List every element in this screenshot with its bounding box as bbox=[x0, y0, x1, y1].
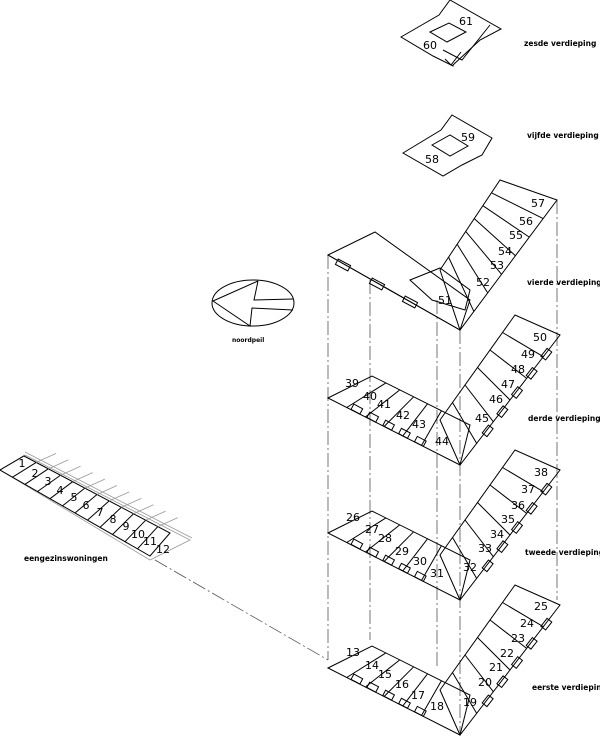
unit-number-9: 9 bbox=[123, 520, 130, 533]
unit-number-1: 1 bbox=[19, 457, 26, 470]
unit-number-39: 39 bbox=[345, 377, 359, 390]
unit-number-54: 54 bbox=[498, 245, 512, 258]
unit-number-13: 13 bbox=[346, 646, 360, 659]
unit-number-5: 5 bbox=[71, 491, 78, 504]
unit-number-28: 28 bbox=[378, 532, 392, 545]
unit-number-32: 32 bbox=[463, 561, 477, 574]
unit-number-47: 47 bbox=[501, 378, 515, 391]
unit-number-33: 33 bbox=[478, 542, 492, 555]
unit-number-15: 15 bbox=[378, 668, 392, 681]
unit-number-34: 34 bbox=[490, 528, 504, 541]
unit-number-25: 25 bbox=[534, 600, 548, 613]
floor-label-eerste: eerste verdieping bbox=[532, 683, 600, 692]
unit-number-45: 45 bbox=[475, 412, 489, 425]
unit-number-57: 57 bbox=[531, 197, 545, 210]
unit-number-26: 26 bbox=[346, 511, 360, 524]
unit-number-22: 22 bbox=[500, 647, 514, 660]
unit-number-59: 59 bbox=[461, 131, 475, 144]
unit-number-50: 50 bbox=[533, 331, 547, 344]
floor-6-outline bbox=[400, 0, 503, 67]
floor-5-outline bbox=[402, 114, 493, 177]
floor-label-zesde: zesde verdieping bbox=[524, 39, 596, 48]
floor-3-outline bbox=[326, 314, 561, 466]
unit-number-11: 11 bbox=[143, 535, 157, 548]
unit-number-19: 19 bbox=[463, 696, 477, 709]
single-family-homes-row bbox=[0, 451, 193, 561]
north-arrow-icon bbox=[211, 279, 295, 327]
unit-number-7: 7 bbox=[97, 506, 104, 519]
floor-label-vijfde: vijfde verdieping bbox=[527, 131, 599, 140]
unit-number-37: 37 bbox=[521, 483, 535, 496]
unit-number-10: 10 bbox=[131, 528, 145, 541]
unit-number-12: 12 bbox=[156, 543, 170, 556]
unit-number-52: 52 bbox=[476, 276, 490, 289]
unit-number-46: 46 bbox=[489, 393, 503, 406]
unit-number-41: 41 bbox=[377, 398, 391, 411]
floor-1-outline bbox=[326, 584, 561, 736]
unit-number-61: 61 bbox=[459, 15, 473, 28]
unit-number-29: 29 bbox=[395, 545, 409, 558]
unit-number-17: 17 bbox=[411, 689, 425, 702]
unit-number-60: 60 bbox=[423, 39, 437, 52]
unit-number-2: 2 bbox=[32, 467, 39, 480]
unit-number-31: 31 bbox=[430, 567, 444, 580]
floor-2-outline bbox=[326, 449, 561, 601]
unit-number-43: 43 bbox=[412, 418, 426, 431]
unit-number-6: 6 bbox=[83, 499, 90, 512]
unit-number-48: 48 bbox=[511, 363, 525, 376]
unit-number-24: 24 bbox=[520, 617, 534, 630]
unit-number-56: 56 bbox=[519, 215, 533, 228]
unit-number-35: 35 bbox=[501, 513, 515, 526]
unit-number-55: 55 bbox=[509, 229, 523, 242]
north-arrow-label: noordpeil bbox=[232, 337, 264, 344]
floor-label-tweede: tweede verdieping bbox=[525, 548, 600, 557]
unit-number-30: 30 bbox=[413, 555, 427, 568]
unit-number-40: 40 bbox=[363, 390, 377, 403]
unit-number-16: 16 bbox=[395, 678, 409, 691]
unit-number-42: 42 bbox=[396, 409, 410, 422]
unit-number-36: 36 bbox=[511, 499, 525, 512]
unit-number-23: 23 bbox=[511, 632, 525, 645]
unit-number-27: 27 bbox=[365, 523, 379, 536]
unit-number-38: 38 bbox=[534, 466, 548, 479]
unit-number-58: 58 bbox=[425, 153, 439, 166]
single-family-label: eengezinswoningen bbox=[24, 554, 108, 563]
unit-number-18: 18 bbox=[430, 700, 444, 713]
unit-number-4: 4 bbox=[57, 484, 64, 497]
unit-number-51: 51 bbox=[438, 294, 452, 307]
unit-number-44: 44 bbox=[435, 435, 449, 448]
unit-number-21: 21 bbox=[489, 661, 503, 674]
unit-number-8: 8 bbox=[110, 513, 117, 526]
unit-number-14: 14 bbox=[365, 659, 379, 672]
floor-label-derde: derde verdieping bbox=[528, 414, 600, 423]
alignment-lines bbox=[154, 200, 558, 735]
floor-4-outline bbox=[326, 179, 558, 332]
unit-number-20: 20 bbox=[478, 676, 492, 689]
floor-label-vierde: vierde verdieping bbox=[527, 278, 600, 287]
unit-number-53: 53 bbox=[490, 259, 504, 272]
unit-number-3: 3 bbox=[45, 475, 52, 488]
unit-number-49: 49 bbox=[521, 348, 535, 361]
